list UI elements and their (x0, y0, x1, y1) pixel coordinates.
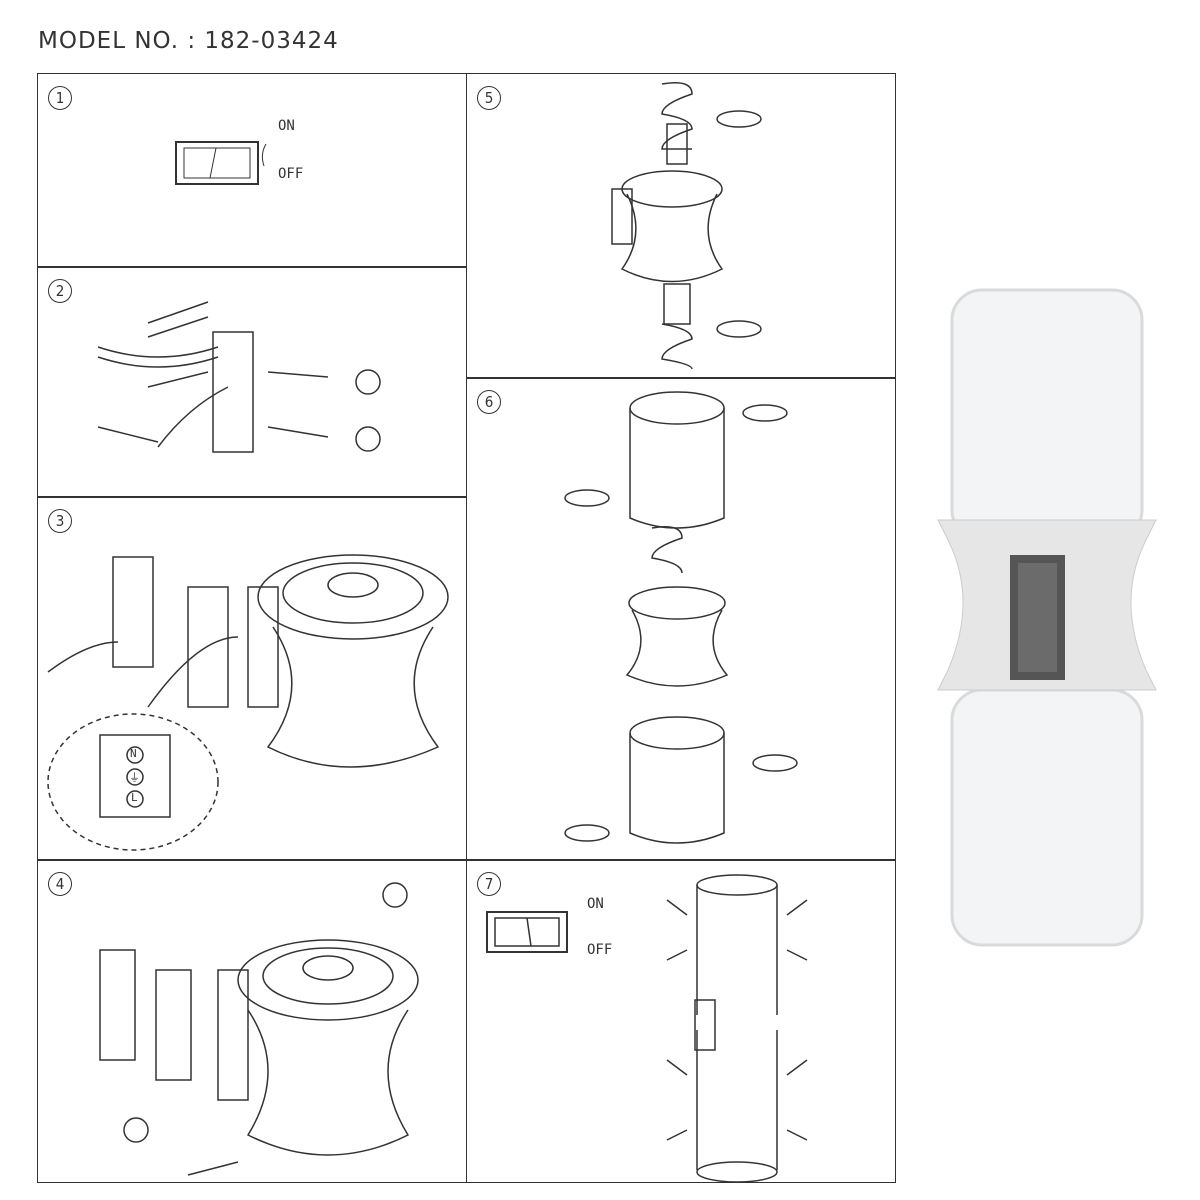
terminal-earth: ⏚ (129, 771, 140, 784)
fixture-mounting-illustration (99, 882, 419, 1176)
step-1-panel: 1 ON OFF (37, 73, 467, 268)
step-7-panel: 7 ON OFF (466, 859, 896, 1183)
step-number: 2 (48, 279, 72, 303)
step-number: 4 (48, 872, 72, 896)
on-label: ON (587, 896, 604, 912)
step-number: 5 (477, 86, 501, 110)
wiring-illustration (47, 554, 449, 851)
step-number: 3 (48, 509, 72, 533)
bulb-install-illustration (611, 82, 762, 370)
terminal-n: N (130, 747, 137, 760)
mount-plate-fixing-illustration (97, 301, 381, 453)
step-number: 6 (477, 390, 501, 414)
mount-plate (1010, 555, 1065, 680)
switch-off-illustration (175, 141, 267, 185)
step-number: 1 (48, 86, 72, 110)
step-number: 7 (477, 872, 501, 896)
step-3-panel: 3 N ⏚ L (37, 496, 467, 861)
model-number: MODEL NO. : 182-03424 (38, 28, 339, 54)
step-2-panel: 2 (37, 266, 467, 498)
step-5-panel: 5 (466, 73, 896, 379)
step-4-panel: 4 (37, 859, 467, 1183)
off-label: OFF (278, 166, 304, 182)
step-6-panel: 6 (466, 377, 896, 861)
terminal-l: L (131, 791, 138, 804)
on-label: ON (278, 118, 295, 134)
off-label: OFF (587, 942, 613, 958)
switch-on-illustration (486, 874, 808, 1183)
glass-cover-install-illustration (564, 391, 798, 844)
